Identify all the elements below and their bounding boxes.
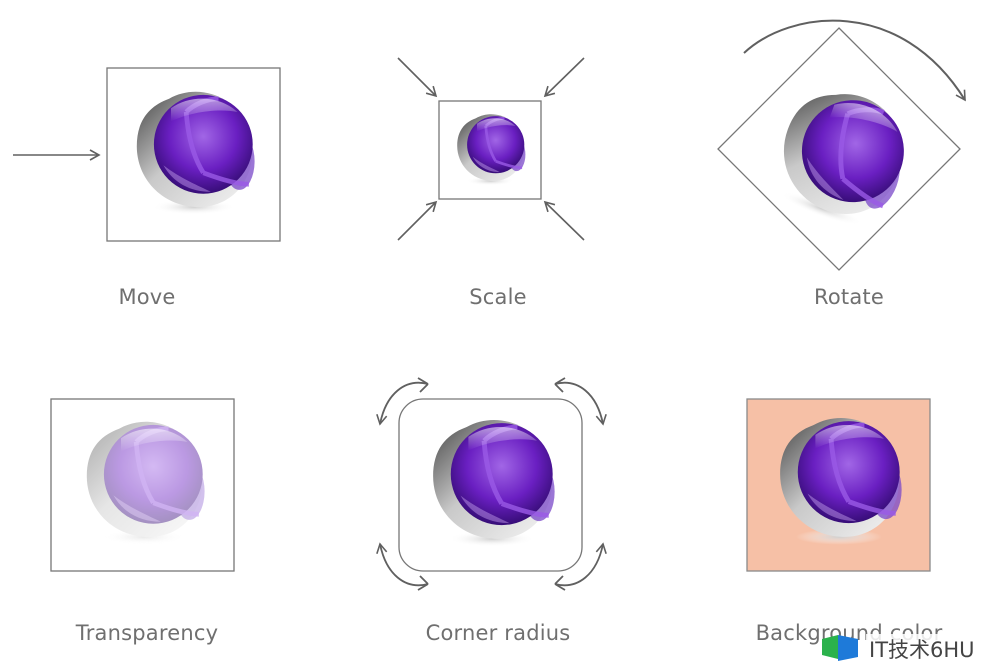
background-color-panel [746,398,931,572]
corner-radius-frame [398,398,583,572]
watermark: IT技术6HU [818,632,983,665]
label-transparency: Transparency [75,621,219,645]
watermark-logo-icon [822,635,858,661]
transparency-panel [50,398,235,572]
label-move: Move [118,285,176,309]
corner-radius-panel [376,377,607,591]
corner-arrow-tl [376,381,429,426]
scale-arrow-br [543,200,585,241]
label-scale: Scale [469,285,527,309]
scale-arrow-bl [397,200,438,241]
move-frame [106,67,281,242]
corner-arrow-br [554,542,607,587]
scale-panel [397,57,585,241]
scale-arrow-tl [397,57,438,98]
rotate-arrow [743,19,966,102]
label-corner-radius: Corner radius [425,621,571,645]
scale-arrow-tr [543,57,585,98]
rotate-panel [717,19,966,271]
corner-arrow-bl [376,542,429,587]
scale-frame [438,100,542,200]
transparency-frame [50,398,235,572]
watermark-text: IT技术6HU [866,634,978,664]
move-panel [13,67,281,242]
rotate-frame [717,27,961,271]
label-rotate: Rotate [814,285,884,309]
corner-arrow-tr [554,381,607,426]
